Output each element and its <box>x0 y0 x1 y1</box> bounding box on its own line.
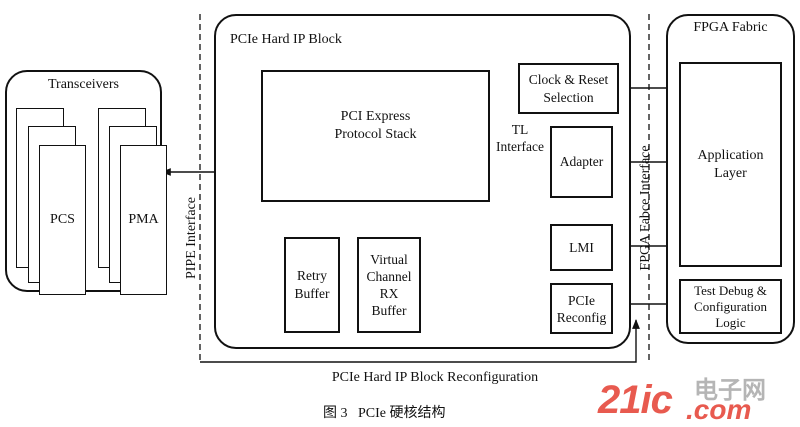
watermark-brand: 21ic <box>598 378 673 422</box>
protocol-stack-block: PCI Express Protocol Stack <box>261 70 490 202</box>
pcs-label: PCS <box>50 212 75 227</box>
pcs-block: PCS <box>39 145 86 295</box>
test-debug-label: Test Debug & Configuration Logic <box>694 282 767 330</box>
reconfiguration-path <box>200 319 640 363</box>
virtual-channel-rx-buffer-block: Virtual Channel RX Buffer <box>357 237 421 333</box>
clock-reset-block: Clock & Reset Selection <box>518 63 619 114</box>
figure-caption: 图 3 PCIe 硬核结构 <box>323 406 446 421</box>
reconfig-label: PCIe Reconfig <box>556 292 607 325</box>
transceivers-title: Transceivers <box>47 77 120 92</box>
watermark-domain: .com <box>686 394 752 425</box>
fpga-fabric-title: FPGA Fabric <box>693 20 768 35</box>
application-layer-label: Application Layer <box>697 147 764 181</box>
lmi-label: LMI <box>569 239 594 255</box>
lmi-block: LMI <box>550 224 613 271</box>
fpga-interface-label: FPGA Fabce Interface <box>638 145 653 271</box>
pipe-interface-label: PIPE Interface <box>184 196 199 280</box>
protocol-stack-label: PCI Express Protocol Stack <box>334 109 417 142</box>
adapter-label: Adapter <box>559 154 604 169</box>
reconfiguration-label: PCIe Hard IP Block Reconfiguration <box>331 370 539 385</box>
pma-block: PMA <box>120 145 167 295</box>
retry-buffer-label: Retry Buffer <box>294 268 330 301</box>
test-debug-block: Test Debug & Configuration Logic <box>679 279 782 334</box>
adapter-block: Adapter <box>550 126 613 198</box>
reconfig-block: PCIe Reconfig <box>550 283 613 334</box>
pma-label: PMA <box>128 212 159 227</box>
tl-interface-label: TL Interface <box>496 122 544 154</box>
application-layer-block: Application Layer <box>679 62 782 267</box>
hard-ip-title: PCIe Hard IP Block <box>230 32 342 47</box>
retry-buffer-block: Retry Buffer <box>284 237 340 333</box>
clock-reset-label: Clock & Reset Selection <box>528 71 609 105</box>
virtual-channel-rx-buffer-label: Virtual Channel RX Buffer <box>366 252 412 318</box>
watermark-cn: 电子网 <box>694 377 766 404</box>
watermark-logo: 21ic 电子网 .com <box>598 378 798 426</box>
